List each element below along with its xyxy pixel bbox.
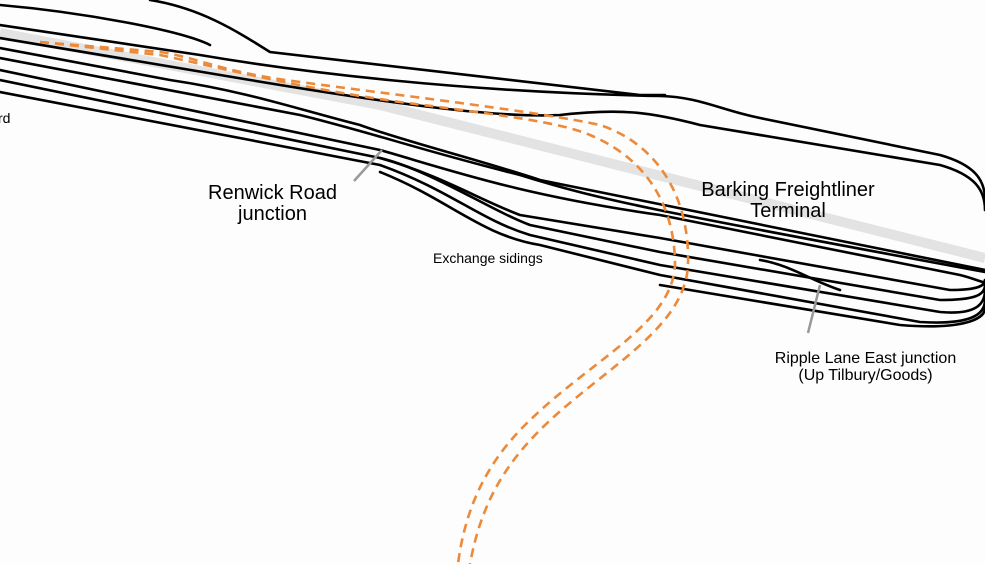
- track: [0, 46, 985, 272]
- label-line: Terminal: [750, 200, 826, 222]
- track: [0, 56, 985, 274]
- label-line: Renwick Road: [208, 182, 337, 204]
- overground-line: [39, 40, 690, 564]
- exchange-sidings-label: Exchange sidings: [433, 250, 543, 266]
- overground-track: [39, 40, 677, 564]
- track: [378, 156, 985, 302]
- track: [0, 3, 212, 47]
- left-edge-label: rd: [0, 110, 11, 126]
- track: [148, 0, 667, 97]
- track: [0, 68, 985, 284]
- label-line: Ripple Lane East junction: [774, 350, 957, 367]
- barking-freightliner-terminal-label: Barking Freightliner Terminal: [683, 180, 893, 222]
- track: [0, 23, 985, 202]
- track: [658, 283, 985, 328]
- track: [0, 90, 985, 314]
- overground-track: [39, 40, 690, 564]
- track: [758, 258, 842, 292]
- renwick-road-pointer: [353, 149, 383, 182]
- label-line: Barking Freightliner: [701, 179, 875, 201]
- label-line: junction: [238, 203, 307, 225]
- track: [378, 170, 985, 324]
- label-line: (Up Tilbury/Goods): [798, 366, 933, 384]
- main-tracks: [0, 46, 985, 328]
- former-alignment-band: [0, 28, 985, 263]
- renwick-road-junction-label: Renwick Road junction: [195, 183, 350, 225]
- ripple-lane-east-junction-label: Ripple Lane East junction (Up Tilbury/Go…: [748, 350, 983, 385]
- ripple-lane-pointer: [806, 284, 822, 334]
